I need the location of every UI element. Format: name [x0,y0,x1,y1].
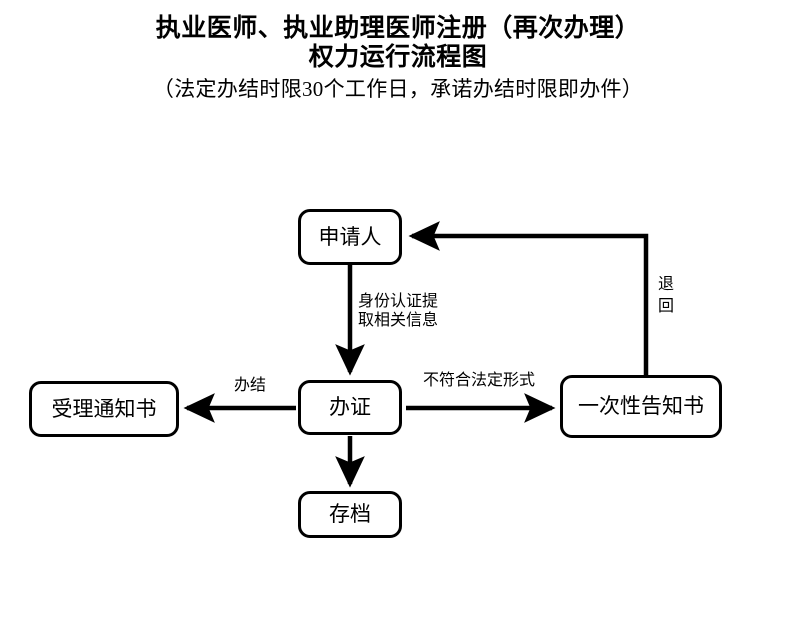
edge-label-not-legal-form: 不符合法定形式 [423,372,536,389]
node-applicant[interactable]: 申请人 [298,209,402,265]
node-archive[interactable]: 存档 [298,491,402,538]
edge-label-completed: 办结 [234,377,267,394]
edge-label-identity-auth-line-1: 身份认证提 [358,293,439,310]
edge-label-identity-auth-line-2: 取相关信息 [358,312,439,329]
node-process-cert-label: 办证 [329,395,371,419]
edge-one-time-notice-to-applicant [408,221,649,377]
node-one-time-notice-label: 一次性告知书 [578,394,704,418]
page-title-line-1: 执业医师、执业助理医师注册（再次办理） [155,15,641,42]
node-one-time-notice[interactable]: 一次性告知书 [560,375,722,438]
page-title-line-2: 权力运行流程图 [308,44,488,71]
node-acceptance-notice-label: 受理通知书 [51,396,157,421]
page-subtitle: （法定办结时限30个工作日，承诺办结时限即办件） [152,77,644,101]
node-archive-label: 存档 [329,502,371,526]
chart-title-block: 执业医师、执业助理医师注册（再次办理） 权力运行流程图 （法定办结时限30个工作… [0,14,796,104]
node-acceptance-notice[interactable]: 受理通知书 [29,381,179,437]
edge-label-return: 退回 [657,276,674,315]
edge-label-identity-auth: 身份认证提 取相关信息 [358,292,438,330]
node-process-cert[interactable]: 办证 [298,380,402,435]
node-applicant-label: 申请人 [318,224,382,249]
